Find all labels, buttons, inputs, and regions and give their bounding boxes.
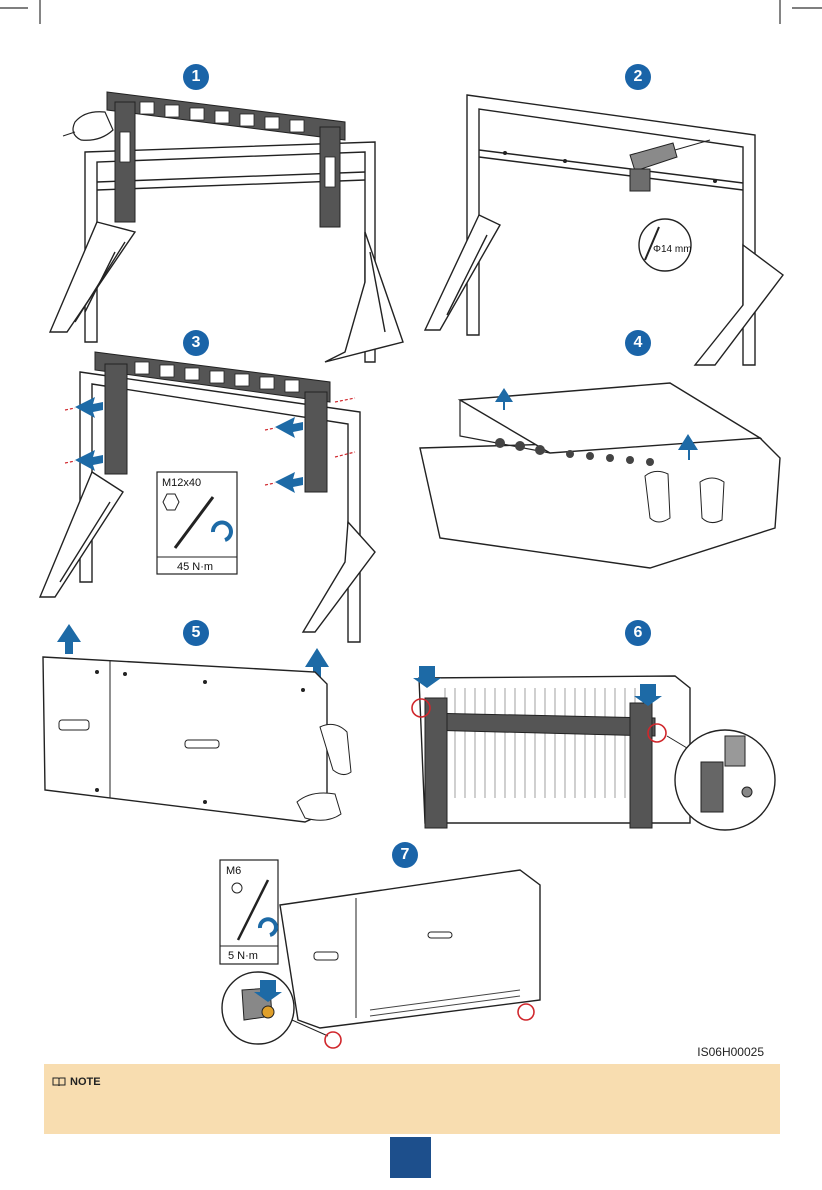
note-heading: NOTE bbox=[52, 1076, 101, 1088]
screw-spec-label: M6 bbox=[226, 865, 241, 877]
crop-marks bbox=[0, 0, 822, 40]
note-box: NOTE bbox=[44, 1064, 780, 1134]
bolt-torque-label: 45 N·m bbox=[177, 561, 213, 573]
step-number-badge: 2 bbox=[625, 64, 651, 90]
page-number-tab bbox=[390, 1137, 431, 1178]
step-number-badge: 6 bbox=[625, 620, 651, 646]
step1-frame-illustration bbox=[45, 82, 405, 362]
step4-unpack-inverter-illustration bbox=[420, 378, 790, 578]
book-icon bbox=[52, 1077, 66, 1087]
step-number-badge: 4 bbox=[625, 330, 651, 356]
step7-secure-screws-illustration: M6 5 N·m bbox=[220, 860, 560, 1060]
screw-torque-label: 5 N·m bbox=[228, 950, 258, 962]
step6-hang-inverter-illustration bbox=[405, 658, 785, 833]
step2-drilling-illustration: Φ14 mm bbox=[425, 95, 785, 365]
drill-diameter-label: Φ14 mm bbox=[653, 244, 692, 255]
step3-bolt-bracket-illustration: M12x40 45 N·m bbox=[35, 352, 405, 642]
step5-lift-inverter-illustration bbox=[35, 612, 365, 832]
figure-code: IS06H00025 bbox=[697, 1045, 764, 1059]
bolt-spec-label: M12x40 bbox=[162, 477, 201, 489]
